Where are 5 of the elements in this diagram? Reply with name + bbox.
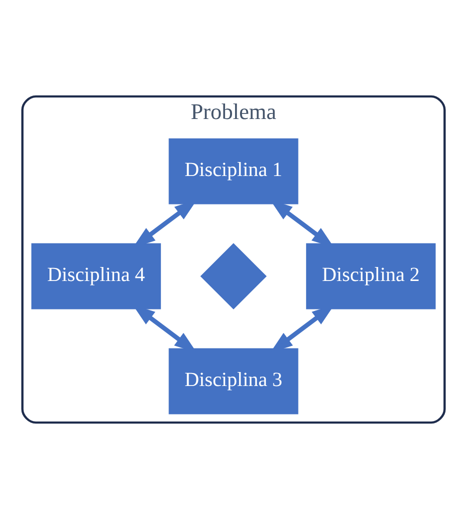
node-box: Disciplina 4 [30,242,160,309]
node-box: Disciplina 1 [168,138,298,204]
node-box: Disciplina 2 [306,242,436,309]
node-diamond [200,242,266,309]
node-box: Disciplina 3 [168,348,298,414]
